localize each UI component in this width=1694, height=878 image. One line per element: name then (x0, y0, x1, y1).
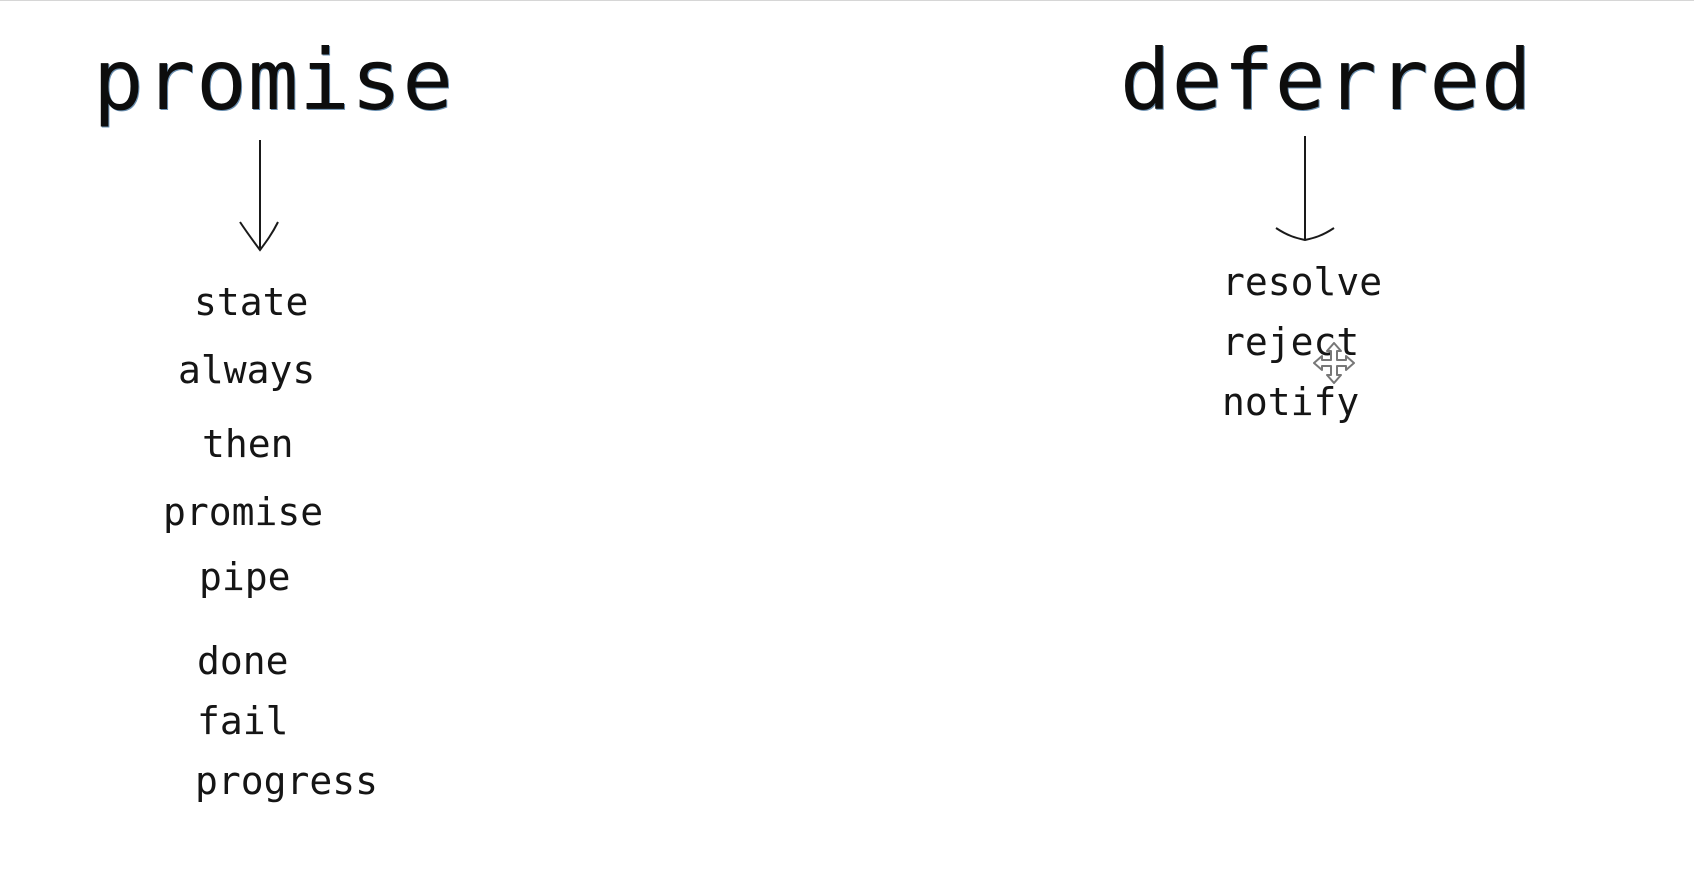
canvas-top-border (0, 0, 1694, 1)
deferred-heading: deferred (1120, 31, 1533, 129)
promise-item-then: then (202, 422, 294, 466)
promise-item-state: state (194, 280, 309, 324)
promise-item-always: always (178, 348, 316, 392)
arrow-down-icon (239, 140, 279, 252)
deferred-item-resolve: resolve (1222, 260, 1383, 304)
promise-heading: promise (93, 31, 455, 129)
deferred-item-notify: notify (1222, 380, 1360, 424)
promise-item-pipe: pipe (199, 555, 291, 599)
promise-item-fail: fail (197, 699, 289, 743)
promise-item-promise: promise (163, 490, 324, 534)
move-cursor-icon (1313, 342, 1355, 384)
promise-item-done: done (197, 639, 289, 683)
arrow-down-icon (1275, 136, 1335, 242)
promise-item-progress: progress (195, 759, 379, 803)
